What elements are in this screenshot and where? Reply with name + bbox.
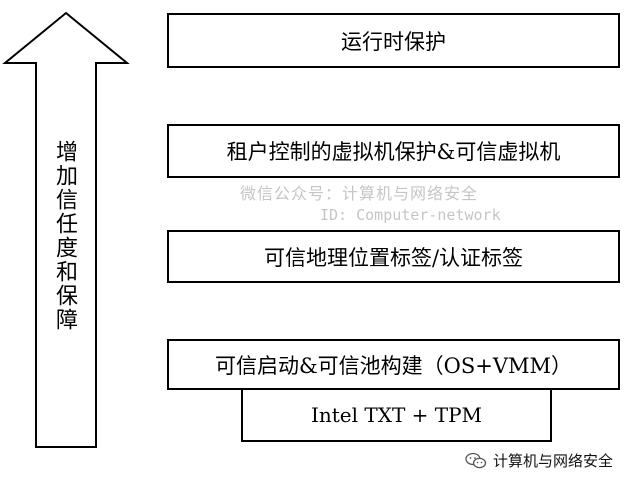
footer-attribution: 计算机与网络安全 (465, 450, 613, 471)
footer-text: 计算机与网络安全 (492, 452, 613, 470)
layer-tenant-vm-protection: 租户控制的虚拟机保护&可信虚拟机 (167, 124, 620, 178)
watermark-account: 微信公众号：计算机与网络安全 (240, 184, 479, 203)
arrow-label: 增加信任度和保障 (52, 140, 77, 332)
wechat-icon (465, 452, 487, 468)
watermark-id: ID: Computer-network (320, 206, 501, 224)
layer-hardware-root: Intel TXT + TPM (241, 390, 552, 442)
layer-geolocation-tags: 可信地理位置标签/认证标签 (167, 230, 620, 283)
layer-runtime-protection: 运行时保护 (167, 13, 620, 68)
layer-trusted-boot: 可信启动&可信池构建（OS+VMM） (167, 339, 620, 390)
